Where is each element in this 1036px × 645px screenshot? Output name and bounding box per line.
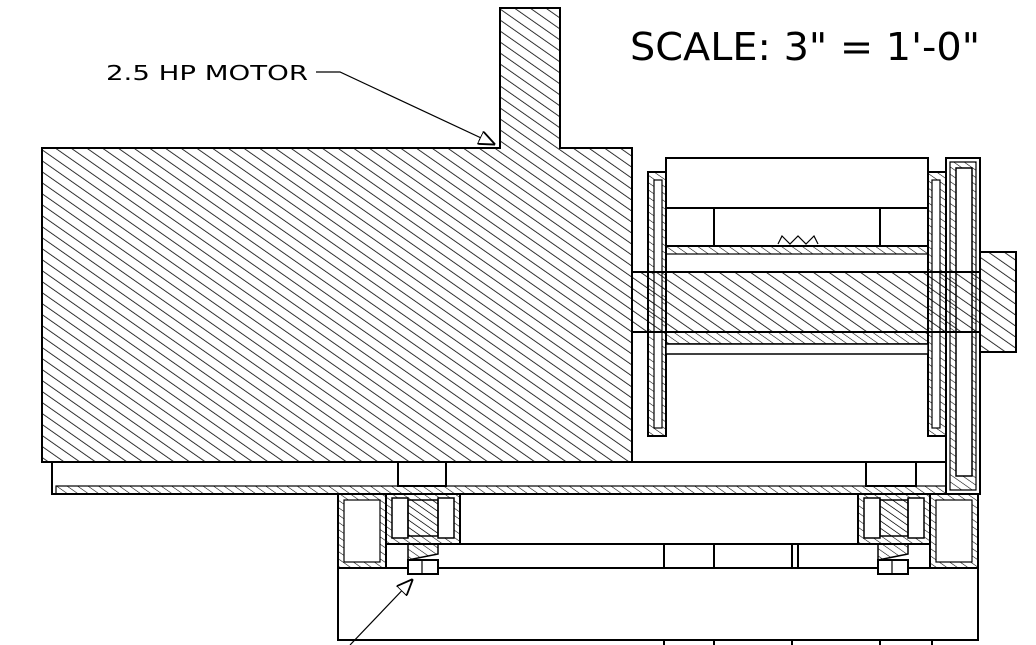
left-mounting-bolt xyxy=(385,493,461,575)
bolt-leader-line xyxy=(349,580,412,645)
base-plate xyxy=(51,461,981,495)
right-mounting-bolt xyxy=(857,493,931,575)
scale-note: SCALE: 3" = 1'-0" xyxy=(630,25,980,69)
drive-shaft xyxy=(631,251,1017,353)
motor-leader-line xyxy=(316,71,494,144)
motor-label: 2.5 HP MOTOR xyxy=(106,61,308,85)
